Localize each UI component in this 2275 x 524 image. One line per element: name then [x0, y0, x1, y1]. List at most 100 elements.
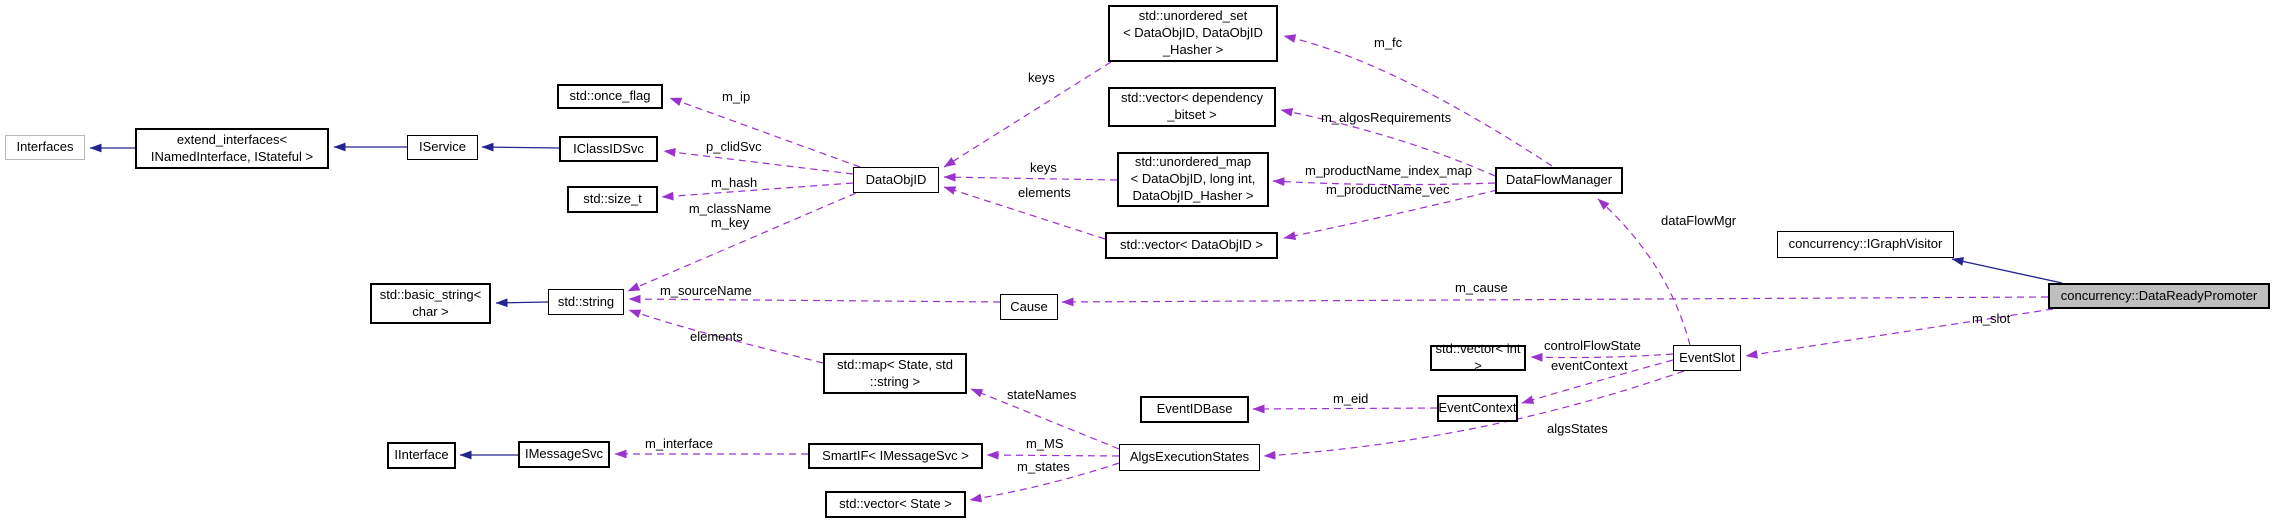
node-iservice[interactable]: IService — [407, 135, 478, 160]
edge-use-m-slot — [1745, 308, 2054, 359]
node-iinterface[interactable]: IInterface — [387, 442, 456, 469]
edge-use-m-classname-m-key — [627, 192, 857, 292]
edge-use-statenames — [970, 388, 1120, 450]
edge-label-m-ip: m_ip — [722, 89, 751, 104]
edge-label-m-classname-m-key: m_className m_key — [688, 201, 772, 231]
edge-label-keys-map: keys — [1030, 160, 1057, 175]
edge-label-m-states: m_states — [1017, 459, 1070, 474]
edge-label-m-hash: m_hash — [711, 175, 758, 190]
node-label: std::vector< dependency _bitset > — [1120, 90, 1263, 122]
edge-label-m-ms: m_MS — [1026, 436, 1064, 451]
node-algsexecutionstates[interactable]: AlgsExecutionStates — [1119, 444, 1260, 471]
node-std-unordered-map: std::unordered_map < DataObjID, long int… — [1117, 152, 1269, 207]
edge-inherit-iclassidsvc-to-iservice — [481, 142, 560, 152]
node-std-vector-int: std::vector< int > — [1430, 341, 1526, 373]
node-label: std::basic_string< char > — [379, 286, 482, 319]
node-label: std::unordered_set < DataObjID, DataObjI… — [1123, 8, 1263, 57]
node-std-once-flag: std::once_flag — [557, 84, 663, 109]
node-eventslot[interactable]: EventSlot — [1673, 345, 1741, 371]
edge-label-keys-set: keys — [1028, 70, 1055, 85]
edge-label-m-sourcename: m_sourceName — [660, 283, 752, 298]
node-std-vector-dependency-bitset: std::vector< dependency _bitset > — [1108, 87, 1276, 127]
node-cause[interactable]: Cause — [1000, 294, 1058, 320]
node-label: std::string — [557, 293, 615, 309]
edge-use-m-states — [969, 462, 1120, 503]
edge-use-m-sourcename — [628, 294, 1001, 304]
node-dataflowmanager[interactable]: DataFlowManager — [1495, 167, 1623, 194]
edge-use-m-productname-index-map — [1272, 177, 1496, 187]
edge-use-elements-from-vector-dataobjid — [943, 186, 1106, 240]
edge-use-m-ip — [669, 97, 861, 168]
node-label: IService — [419, 139, 466, 155]
node-label: EventSlot — [1679, 349, 1735, 365]
node-iclassidsvc[interactable]: IClassIDSvc — [559, 136, 658, 162]
edge-label-m-cause: m_cause — [1455, 280, 1508, 295]
edge-label-m-productname-index-map: m_productName_index_map — [1305, 163, 1472, 178]
edge-use-m-cause — [1061, 296, 2049, 307]
node-label: DataFlowManager — [1505, 172, 1613, 188]
edge-use-keys-from-unordered-map — [943, 172, 1118, 182]
edge-label-p-clidsvc: p_clidSvc — [706, 139, 762, 154]
node-interfaces: Interfaces — [5, 135, 85, 160]
edge-label-m-interface: m_interface — [645, 436, 713, 451]
node-label: std::vector< DataObjID > — [1119, 237, 1264, 253]
edge-label-dataflowmgr: dataFlowMgr — [1661, 213, 1737, 228]
node-label: Interfaces — [16, 139, 74, 155]
edge-use-controlflowstate — [1530, 352, 1674, 362]
edge-label-elements-vector: elements — [1018, 185, 1071, 200]
node-smartif-imessagesvc[interactable]: SmartIF< IMessageSvc > — [808, 443, 983, 469]
node-label: concurrency::DataReadyPromoter — [2060, 287, 2258, 303]
node-eventcontext[interactable]: EventContext — [1437, 395, 1518, 422]
node-label: DataObjID — [865, 171, 927, 187]
node-eventidbase[interactable]: EventIDBase — [1140, 396, 1249, 423]
node-label: std::vector< State > — [839, 496, 952, 512]
node-label: IClassIDSvc — [573, 140, 644, 156]
node-label: IMessageSvc — [524, 446, 604, 462]
edge-use-eventcontext — [1521, 359, 1674, 404]
edge-inherit-datareadypromoter-to-igraphvisitor — [1951, 257, 2063, 284]
edge-label-m-productname-vec: m_productName_vec — [1326, 182, 1450, 197]
node-label: EventContext — [1438, 400, 1517, 416]
edge-use-m-algosrequirements — [1280, 107, 1496, 177]
node-std-vector-state: std::vector< State > — [825, 491, 966, 518]
edge-label-elements-map: elements — [690, 329, 743, 344]
node-label: std::unordered_map < DataObjID, long int… — [1130, 154, 1256, 203]
node-concurrency-igraphvisitor[interactable]: concurrency::IGraphVisitor — [1777, 231, 1954, 258]
node-label: SmartIF< IMessageSvc > — [822, 447, 969, 463]
node-std-string: std::string — [548, 289, 624, 315]
node-label: std::vector< int > — [1435, 341, 1521, 373]
edge-use-m-hash — [661, 182, 854, 201]
node-extend-interfaces[interactable]: extend_interfaces< INamedInterface, ISta… — [135, 128, 329, 169]
node-label: extend_interfaces< INamedInterface, ISta… — [150, 131, 314, 164]
edge-use-m-productname-vec — [1283, 189, 1498, 240]
edge-use-m-fc — [1283, 34, 1553, 167]
node-imessagesvc[interactable]: IMessageSvc — [518, 441, 610, 468]
edge-label-m-algosrequirements: m_algosRequirements — [1321, 110, 1452, 125]
node-std-basic-string: std::basic_string< char > — [370, 283, 491, 324]
edge-label-eventcontext: eventContext — [1551, 358, 1628, 373]
edge-label-statenames: stateNames — [1007, 387, 1077, 402]
edge-use-m-eid — [1252, 404, 1438, 414]
node-label: Cause — [1010, 298, 1048, 314]
node-label: concurrency::IGraphVisitor — [1788, 236, 1943, 252]
node-dataobjid[interactable]: DataObjID — [853, 167, 939, 193]
edge-use-m-ms — [986, 450, 1120, 460]
edge-use-elements-from-map — [628, 309, 824, 364]
edge-label-controlflowstate: controlFlowState — [1544, 338, 1641, 353]
node-label: std::once_flag — [569, 88, 651, 104]
node-label: EventIDBase — [1156, 401, 1233, 417]
edge-inherit-stdstring-to-basicstring — [495, 298, 549, 308]
edge-use-p-clidsvc — [663, 148, 854, 175]
edge-use-dataflowmgr — [1597, 198, 1691, 346]
edge-label-algsstates: algsStates — [1547, 421, 1608, 436]
edge-label-m-slot: m_slot — [1972, 311, 2011, 326]
node-std-size-t: std::size_t — [567, 186, 658, 213]
edge-use-keys-from-unordered-set — [943, 61, 1112, 168]
node-label: AlgsExecutionStates — [1129, 449, 1250, 465]
node-label: std::map< State, std ::string > — [837, 356, 953, 389]
edge-label-m-eid: m_eid — [1333, 391, 1369, 406]
node-concurrency-datareadypromoter: concurrency::DataReadyPromoter — [2048, 283, 2270, 309]
node-std-vector-dataobjid: std::vector< DataObjID > — [1105, 232, 1278, 259]
